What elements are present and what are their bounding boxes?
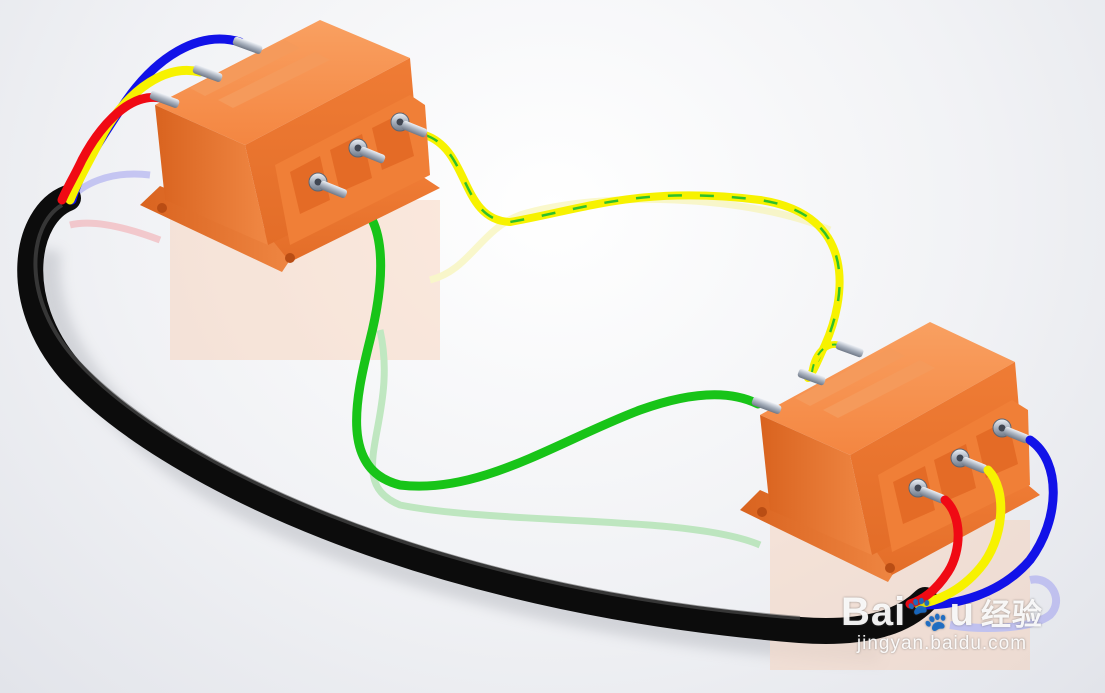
green-wire-reflection (369, 329, 762, 549)
connector-block-right (740, 322, 1040, 582)
red-wire-reflection-left (69, 219, 162, 244)
left-block-wires (57, 34, 245, 205)
cable-shadow (34, 248, 881, 663)
yellow-wire-right (913, 465, 1006, 609)
red-wire-left (57, 93, 165, 205)
blue-wire-reflection-right (949, 575, 1060, 632)
pin-terminals-left (149, 36, 263, 108)
ring-terminals-right (908, 418, 1030, 504)
green-wire (340, 191, 763, 491)
black-cable (17, 185, 938, 644)
connector-block-left (140, 20, 440, 272)
baidu-paw-icon: 🐾 (906, 595, 950, 633)
ground-wire (421, 131, 846, 382)
right-block-wires (905, 435, 1058, 610)
pin-terminals-right (751, 340, 864, 414)
yellow-wire-reflection (429, 195, 832, 284)
watermark-url: jingyan.baidu.com (856, 633, 1028, 654)
red-wire-right (905, 495, 963, 609)
blue-wire-right (920, 435, 1058, 610)
ring-terminals-left (308, 112, 428, 198)
